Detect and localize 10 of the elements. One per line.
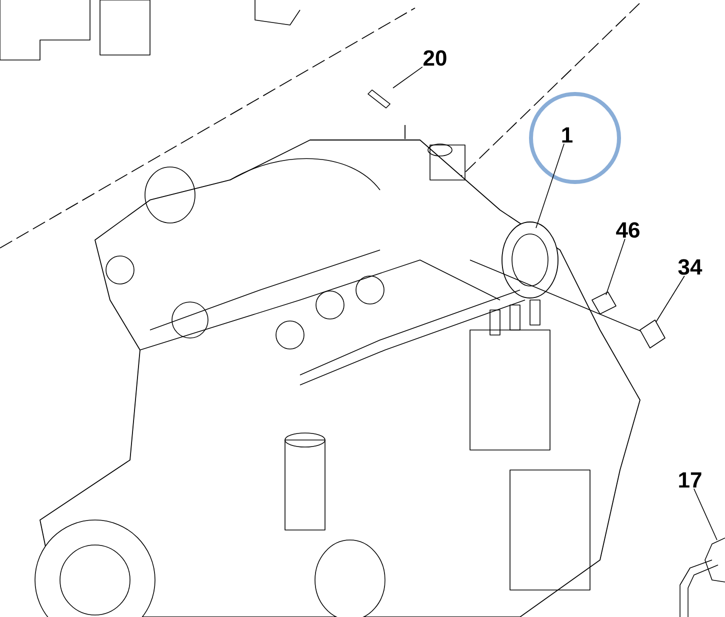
callout-number: 46 [616, 222, 640, 238]
leader-line [536, 143, 564, 228]
leader-line [606, 238, 626, 296]
callout-number: 17 [679, 472, 702, 488]
leader-line [694, 488, 718, 540]
callout-number: 1 [562, 127, 572, 143]
callout-number: 20 [424, 50, 446, 66]
leader-line [656, 276, 685, 322]
leader-line [392, 66, 423, 88]
callout-number: 34 [678, 259, 702, 275]
